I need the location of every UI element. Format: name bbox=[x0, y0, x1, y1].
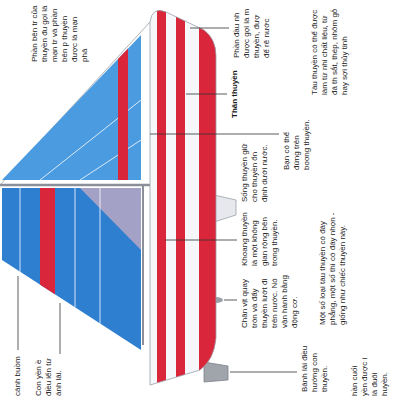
label-slot: Một số loại tàu thuyền có đáy phẳng, một… bbox=[318, 197, 348, 325]
sail-stripe bbox=[118, 30, 128, 180]
leader-line bbox=[165, 240, 237, 241]
label-slot: Bánh lái điều hướng con thuyền. bbox=[300, 340, 330, 392]
stern-note: hần cuối yền được i là đuôi huyền. bbox=[350, 352, 390, 396]
label-slot: Khoang thuyền là một không gian rộng bên… bbox=[240, 208, 280, 266]
side-note: Phần bên tr của thuyền đu gọi là mạn tr … bbox=[30, 4, 90, 62]
rudder bbox=[204, 362, 228, 382]
rudder-note: Bánh lái điều hướng con thuyền. bbox=[300, 340, 330, 392]
leader-line bbox=[18, 276, 19, 350]
hull-stripe bbox=[157, 0, 166, 400]
label-slot: cánh buồm bbox=[13, 352, 23, 396]
sail-shade bbox=[80, 188, 141, 250]
mast bbox=[0, 184, 150, 187]
label-slot: hần cuối yền được i là đuôi huyền. bbox=[350, 352, 390, 396]
sail-seam bbox=[75, 188, 76, 310]
deck-note: Bạn có thể đứng trên boong thuyền. bbox=[282, 114, 312, 170]
leader-line bbox=[224, 300, 237, 301]
hull-outline bbox=[150, 10, 216, 385]
leader-line bbox=[186, 94, 227, 95]
steering-note: Con yền ề điều iển từ ánh lái. bbox=[34, 356, 64, 396]
sail-seam bbox=[80, 140, 141, 180]
bottom-note: Một số loại tàu thuyền có đáy phẳng, một… bbox=[318, 197, 348, 325]
label-slot: Phần bên tr của thuyền đu gọi là mạn tr … bbox=[30, 4, 90, 62]
bow-note: Phần đầu nh được gọi là m thuyền, đượ để… bbox=[232, 4, 272, 58]
sail-seam bbox=[100, 188, 101, 340]
mainsail-panels bbox=[20, 0, 141, 400]
label-slot: Thân thuyền bbox=[230, 66, 240, 118]
leader-line bbox=[230, 372, 297, 373]
boom bbox=[142, 185, 144, 345]
sail-seam bbox=[20, 188, 21, 280]
keel bbox=[214, 195, 236, 222]
label-slot: Bạn có thể đứng trên boong thuyền. bbox=[282, 114, 312, 170]
hull-stripes bbox=[157, 0, 219, 400]
label-slot: Sống thuyền giữ cho thuyền ổn định dưới … bbox=[240, 140, 270, 202]
label-slot: Tàu thuyền có thể được làm từ nhi chất l… bbox=[310, 5, 350, 95]
material-note: Tàu thuyền có thể được làm từ nhi chất l… bbox=[310, 5, 350, 95]
label-slot: Phần đầu nh được gọi là m thuyền, đượ để… bbox=[232, 4, 272, 58]
keel-note: Sống thuyền giữ cho thuyền ổn định dưới … bbox=[240, 140, 270, 202]
hull-stripe bbox=[176, 0, 185, 400]
label-slot: Chân vịt quay tròn và đẩy thuyền lướt đi… bbox=[240, 270, 300, 328]
label-slot: Con yền ề điều iển từ ánh lái. bbox=[34, 356, 64, 396]
sail-label: cánh buồm bbox=[13, 352, 23, 396]
part-label: Thân thuyền bbox=[230, 66, 240, 118]
hold-note: Khoang thuyền là một không gian rộng bên… bbox=[240, 208, 280, 266]
leader-line bbox=[190, 28, 229, 29]
mainsail bbox=[2, 188, 141, 350]
propeller-note: Chân vịt quay tròn và đẩy thuyền lướt đi… bbox=[240, 270, 300, 328]
leader-line bbox=[150, 134, 279, 135]
leader-line bbox=[60, 303, 61, 354]
